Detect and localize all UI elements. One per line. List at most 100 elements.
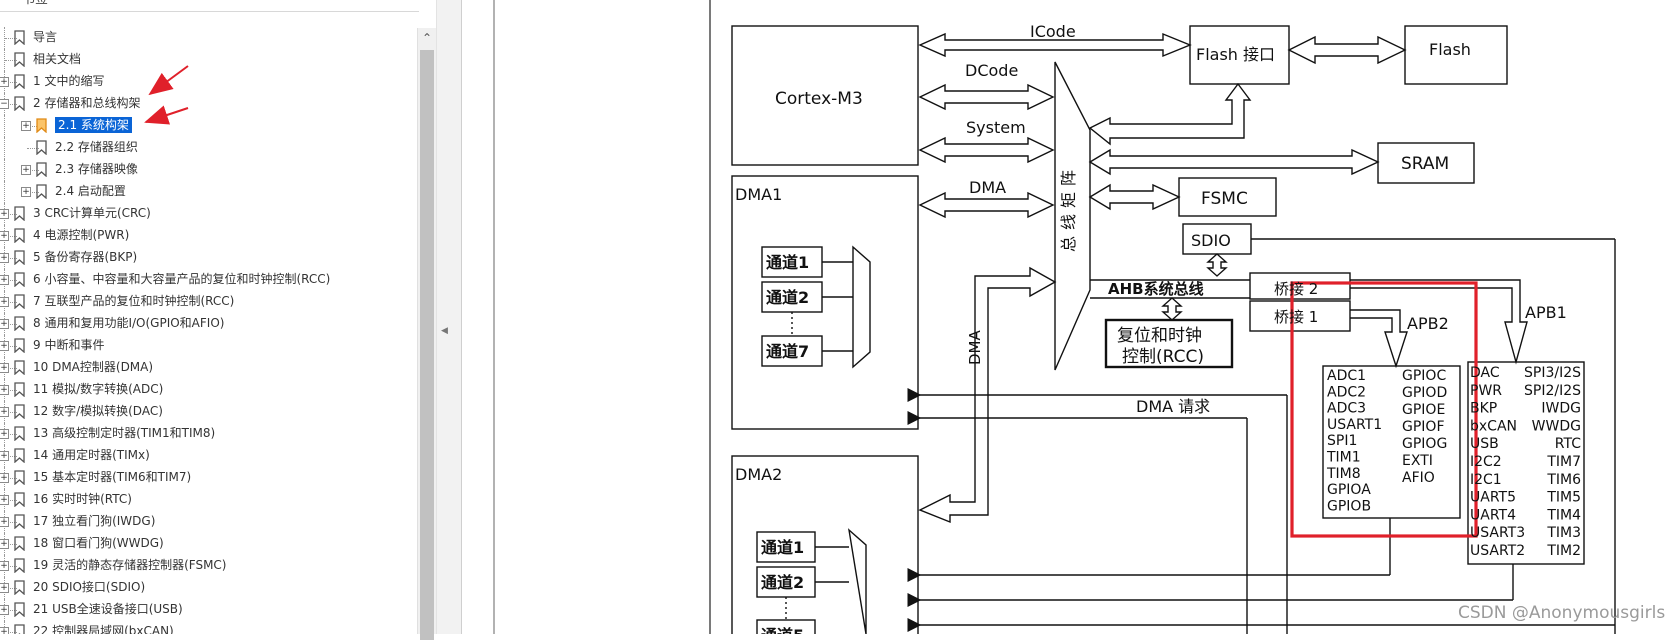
expand-icon[interactable]: + <box>0 451 9 461</box>
bookmark-label[interactable]: 17 独立看门狗(IWDG) <box>33 514 156 528</box>
bookmark-item[interactable]: +2.3 存储器映像 <box>0 159 410 181</box>
expand-icon[interactable]: + <box>0 319 9 329</box>
expand-icon[interactable]: + <box>0 627 9 634</box>
expand-icon[interactable]: + <box>0 561 9 571</box>
tree-connector <box>27 126 39 127</box>
bookmark-label[interactable]: 3 CRC计算单元(CRC) <box>33 206 151 220</box>
expand-icon[interactable]: + <box>0 77 9 87</box>
bookmark-item[interactable]: +20 SDIO接口(SDIO) <box>0 577 410 599</box>
expand-icon[interactable]: + <box>0 495 9 505</box>
bookmark-label[interactable]: 12 数字/模拟转换(DAC) <box>33 404 163 418</box>
bookmark-item[interactable]: +17 独立看门狗(IWDG) <box>0 511 410 533</box>
collapse-panel-icon[interactable]: ◀ <box>441 326 448 336</box>
expand-icon[interactable]: + <box>0 605 9 615</box>
bookmark-label[interactable]: 14 通用定时器(TIMx) <box>33 448 150 462</box>
expand-icon[interactable]: + <box>21 165 31 175</box>
expand-icon[interactable]: + <box>0 209 9 219</box>
bookmark-label[interactable]: 15 基本定时器(TIM6和TIM7) <box>33 470 192 484</box>
bookmark-item[interactable]: 2.2 存储器组织 <box>0 137 410 159</box>
bookmark-label[interactable]: 16 实时时钟(RTC) <box>33 492 132 506</box>
expand-icon[interactable]: + <box>0 385 9 395</box>
tree-connector <box>27 148 39 149</box>
bookmark-item[interactable]: +18 窗口看门狗(WWDG) <box>0 533 410 555</box>
bookmark-item[interactable]: +19 灵活的静态存储器控制器(FSMC) <box>0 555 410 577</box>
bookmark-item[interactable]: +1 文中的缩写 <box>0 71 410 93</box>
bookmark-item[interactable]: +21 USB全速设备接口(USB) <box>0 599 410 621</box>
bookmark-label[interactable]: 4 电源控制(PWR) <box>33 228 130 242</box>
bookmark-label[interactable]: 相关文档 <box>33 52 82 66</box>
bookmark-item[interactable]: +5 备份寄存器(BKP) <box>0 247 410 269</box>
bookmark-item[interactable]: − 2 存储器和总线构架 <box>0 93 410 115</box>
bookmark-label[interactable]: 22 控制器局域网(bxCAN) <box>33 624 174 634</box>
expand-icon[interactable]: + <box>0 429 9 439</box>
scroll-up-icon[interactable]: ⌃ <box>421 31 433 45</box>
scroll-thumb[interactable] <box>420 50 434 640</box>
tree-connector <box>5 478 17 479</box>
bookmark-item[interactable]: +2.4 启动配置 <box>0 181 410 203</box>
bookmark-icon <box>36 162 47 177</box>
expand-icon[interactable]: + <box>0 341 9 351</box>
panel-splitter[interactable] <box>436 0 462 634</box>
bookmark-label[interactable]: 2.4 启动配置 <box>55 184 126 198</box>
bookmark-label[interactable]: 13 高级控制定时器(TIM1和TIM8) <box>33 426 216 440</box>
bookmark-item[interactable]: +14 通用定时器(TIMx) <box>0 445 410 467</box>
bookmark-item[interactable]: +7 互联型产品的复位和时钟控制(RCC) <box>0 291 410 313</box>
expand-icon[interactable]: + <box>0 231 9 241</box>
bookmark-icon <box>14 602 25 617</box>
bookmark-label[interactable]: 18 窗口看门狗(WWDG) <box>33 536 164 550</box>
expand-icon[interactable]: + <box>0 583 9 593</box>
bookmark-label[interactable]: 10 DMA控制器(DMA) <box>33 360 154 374</box>
tree-connector <box>5 456 17 457</box>
tree-connector <box>5 214 17 215</box>
bookmark-item[interactable]: +12 数字/模拟转换(DAC) <box>0 401 410 423</box>
tree-connector <box>5 610 17 611</box>
bookmark-icon <box>14 470 25 485</box>
expand-icon[interactable]: + <box>0 473 9 483</box>
bookmark-label[interactable]: 1 文中的缩写 <box>33 74 105 88</box>
bookmark-label[interactable]: 7 互联型产品的复位和时钟控制(RCC) <box>33 294 235 308</box>
bookmark-label[interactable]: 11 模拟/数字转换(ADC) <box>33 382 164 396</box>
bookmark-label[interactable]: 2.2 存储器组织 <box>55 140 138 154</box>
bookmark-item[interactable]: +15 基本定时器(TIM6和TIM7) <box>0 467 410 489</box>
bookmark-item[interactable]: +3 CRC计算单元(CRC) <box>0 203 410 225</box>
bookmark-item[interactable]: +4 电源控制(PWR) <box>0 225 410 247</box>
bookmark-item[interactable]: 相关文档 <box>0 49 410 71</box>
bookmark-item[interactable]: +13 高级控制定时器(TIM1和TIM8) <box>0 423 410 445</box>
bookmark-label[interactable]: 6 小容量、中容量和大容量产品的复位和时钟控制(RCC) <box>33 272 331 286</box>
bookmark-label[interactable]: 19 灵活的静态存储器控制器(FSMC) <box>33 558 227 572</box>
expand-icon[interactable]: + <box>0 539 9 549</box>
bookmark-item[interactable]: +10 DMA控制器(DMA) <box>0 357 410 379</box>
bookmark-label[interactable]: 2 存储器和总线构架 <box>33 96 141 110</box>
expand-icon[interactable]: + <box>21 121 31 131</box>
bookmark-icon <box>14 250 25 265</box>
sidebar-scrollbar[interactable]: ⌃ <box>417 28 436 640</box>
expand-icon[interactable]: + <box>0 517 9 527</box>
bookmark-item[interactable]: 导言 <box>0 27 410 49</box>
bookmark-label[interactable]: 9 中断和事件 <box>33 338 105 352</box>
bookmark-item[interactable]: +6 小容量、中容量和大容量产品的复位和时钟控制(RCC) <box>0 269 410 291</box>
panel-title-divider <box>0 11 419 12</box>
bookmark-label[interactable]: 5 备份寄存器(BKP) <box>33 250 138 264</box>
expand-icon[interactable]: + <box>21 187 31 197</box>
expand-icon[interactable]: + <box>0 297 9 307</box>
tree-connector <box>5 588 17 589</box>
collapse-icon[interactable]: − <box>0 99 9 109</box>
bookmark-icon <box>14 338 25 353</box>
bookmark-item[interactable]: +16 实时时钟(RTC) <box>0 489 410 511</box>
expand-icon[interactable]: + <box>0 363 9 373</box>
bookmark-label[interactable]: 导言 <box>33 30 58 44</box>
tree-guide-line <box>4 27 5 49</box>
bookmark-label[interactable]: 21 USB全速设备接口(USB) <box>33 602 183 616</box>
bookmark-item[interactable]: +9 中断和事件 <box>0 335 410 357</box>
bookmark-item[interactable]: +22 控制器局域网(bxCAN) <box>0 621 410 634</box>
bookmark-item[interactable]: +8 通用和复用功能I/O(GPIO和AFIO) <box>0 313 410 335</box>
expand-icon[interactable]: + <box>0 253 9 263</box>
bookmark-label[interactable]: 2.3 存储器映像 <box>55 162 138 176</box>
bookmark-label[interactable]: 2.1 系统构架 <box>55 117 132 133</box>
bookmark-item[interactable]: +2.1 系统构架 <box>0 115 410 137</box>
bookmark-label[interactable]: 20 SDIO接口(SDIO) <box>33 580 146 594</box>
expand-icon[interactable]: + <box>0 407 9 417</box>
expand-icon[interactable]: + <box>0 275 9 285</box>
bookmark-item[interactable]: +11 模拟/数字转换(ADC) <box>0 379 410 401</box>
bookmark-label[interactable]: 8 通用和复用功能I/O(GPIO和AFIO) <box>33 316 225 330</box>
